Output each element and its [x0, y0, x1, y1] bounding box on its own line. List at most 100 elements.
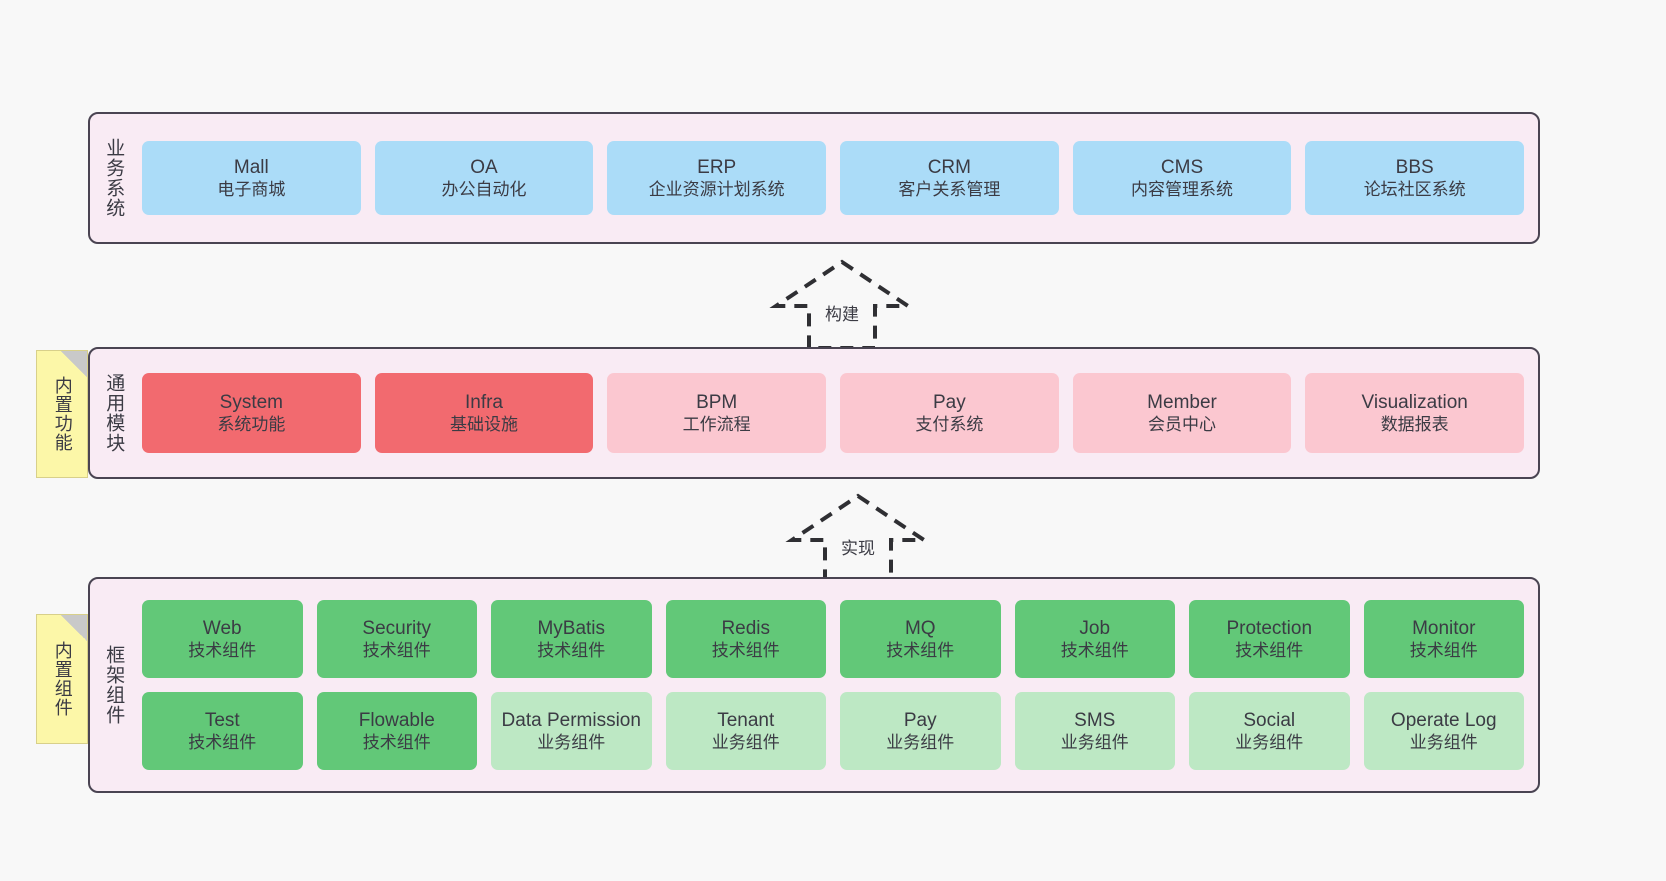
- layer-title-business-systems: 业务系统: [103, 138, 125, 218]
- card-subtitle: 业务组件: [1409, 733, 1478, 753]
- card-subtitle: 内容管理系统: [1131, 180, 1234, 200]
- connector-build-arrow: 构建: [762, 258, 922, 350]
- layer-title-framework-components: 框架组件: [103, 645, 125, 725]
- card-title: BBS: [1395, 156, 1434, 178]
- card-title: Tenant: [717, 709, 775, 731]
- card-title: Protection: [1226, 617, 1313, 639]
- card-title: Visualization: [1361, 391, 1468, 413]
- card-oa[interactable]: OA 办公自动化: [374, 141, 594, 215]
- card-subtitle: 技术组件: [362, 733, 431, 753]
- layer-common-modules: 通用模块 System 系统功能 Infra 基础设施 BPM 工作流程 Pay…: [88, 347, 1540, 479]
- card-social[interactable]: Social 业务组件: [1189, 692, 1350, 770]
- card-subtitle: 业务组件: [1235, 733, 1304, 753]
- layer-business-systems: 业务系统 Mall 电子商城 OA 办公自动化 ERP 企业资源计划系统 CRM…: [88, 112, 1540, 244]
- card-crm[interactable]: CRM 客户关系管理: [840, 141, 1059, 215]
- card-subtitle: 支付系统: [915, 415, 984, 435]
- card-cms[interactable]: CMS 内容管理系统: [1072, 141, 1292, 215]
- layer-body-business-systems: Mall 电子商城 OA 办公自动化 ERP 企业资源计划系统 CRM 客户关系…: [136, 114, 1538, 242]
- card-mq[interactable]: MQ 技术组件: [840, 600, 1001, 678]
- card-subtitle: 技术组件: [188, 733, 257, 753]
- card-title: Social: [1243, 709, 1296, 731]
- card-title: MQ: [904, 617, 936, 639]
- note-builtin-components: 内置组件: [36, 614, 88, 744]
- card-title: Job: [1079, 617, 1111, 639]
- note-builtin-features: 内置功能: [36, 350, 88, 478]
- card-monitor[interactable]: Monitor 技术组件: [1363, 600, 1524, 678]
- card-title: ERP: [697, 156, 737, 178]
- card-title: CRM: [927, 156, 971, 178]
- layer-body-common-modules: System 系统功能 Infra 基础设施 BPM 工作流程 Pay 支付系统…: [136, 349, 1538, 477]
- card-job[interactable]: Job 技术组件: [1014, 600, 1175, 678]
- connector-implement-arrow: 实现: [778, 492, 938, 584]
- card-protection[interactable]: Protection 技术组件: [1189, 600, 1350, 678]
- card-subtitle: 业务组件: [711, 733, 780, 753]
- card-infra[interactable]: Infra 基础设施: [374, 373, 594, 453]
- card-subtitle: 系统功能: [217, 415, 286, 435]
- card-subtitle: 论坛社区系统: [1363, 180, 1466, 200]
- card-subtitle: 技术组件: [1235, 641, 1304, 661]
- card-redis[interactable]: Redis 技术组件: [665, 600, 826, 678]
- card-subtitle: 电子商城: [217, 180, 286, 200]
- card-subtitle: 业务组件: [886, 733, 955, 753]
- card-erp[interactable]: ERP 企业资源计划系统: [607, 141, 827, 215]
- card-tenant[interactable]: Tenant 业务组件: [665, 692, 826, 770]
- note-fold-corner-icon: [61, 615, 87, 641]
- card-sms[interactable]: SMS 业务组件: [1014, 692, 1175, 770]
- card-mall[interactable]: Mall 电子商城: [142, 141, 361, 215]
- card-title: Operate Log: [1390, 709, 1497, 731]
- card-subtitle: 工作流程: [682, 415, 751, 435]
- card-pay-component[interactable]: Pay 业务组件: [840, 692, 1001, 770]
- card-subtitle: 技术组件: [1060, 641, 1129, 661]
- card-system[interactable]: System 系统功能: [142, 373, 361, 453]
- card-subtitle: 技术组件: [537, 641, 606, 661]
- note-label: 内置组件: [52, 641, 73, 717]
- card-title: Infra: [464, 391, 504, 413]
- framework-row-business: Test 技术组件 Flowable 技术组件 Data Permission …: [142, 692, 1524, 770]
- card-title: SMS: [1074, 709, 1116, 731]
- card-operate-log[interactable]: Operate Log 业务组件: [1363, 692, 1524, 770]
- card-pay-module[interactable]: Pay 支付系统: [840, 373, 1059, 453]
- card-mybatis[interactable]: MyBatis 技术组件: [491, 600, 652, 678]
- card-bbs[interactable]: BBS 论坛社区系统: [1305, 141, 1525, 215]
- connector-label-implement: 实现: [838, 534, 878, 559]
- card-member[interactable]: Member 会员中心: [1072, 373, 1292, 453]
- card-subtitle: 办公自动化: [441, 180, 527, 200]
- card-title: Security: [362, 617, 432, 639]
- card-subtitle: 基础设施: [450, 415, 518, 435]
- card-title: CMS: [1160, 156, 1204, 178]
- card-title: BPM: [696, 391, 738, 413]
- card-title: Redis: [721, 617, 771, 639]
- card-title: Mall: [233, 156, 269, 178]
- card-title: Pay: [932, 391, 966, 413]
- card-title: Pay: [903, 709, 937, 731]
- layer-title-common-modules: 通用模块: [103, 373, 125, 453]
- card-title: OA: [470, 156, 498, 178]
- card-title: Data Permission: [501, 709, 641, 731]
- card-subtitle: 业务组件: [1060, 733, 1129, 753]
- card-title: Member: [1147, 391, 1217, 413]
- card-visualization[interactable]: Visualization 数据报表: [1305, 373, 1525, 453]
- card-subtitle: 数据报表: [1380, 415, 1449, 435]
- card-subtitle: 业务组件: [537, 733, 606, 753]
- note-label: 内置功能: [52, 376, 73, 452]
- connector-label-build: 构建: [822, 300, 862, 325]
- card-security[interactable]: Security 技术组件: [316, 600, 477, 678]
- card-data-permission[interactable]: Data Permission 业务组件: [491, 692, 652, 770]
- card-bpm[interactable]: BPM 工作流程: [607, 373, 827, 453]
- card-web[interactable]: Web 技术组件: [142, 600, 303, 678]
- framework-row-technical: Web 技术组件 Security 技术组件 MyBatis 技术组件 Redi…: [142, 600, 1524, 678]
- card-subtitle: 技术组件: [711, 641, 780, 661]
- card-title: Web: [202, 617, 242, 639]
- card-flowable[interactable]: Flowable 技术组件: [316, 692, 477, 770]
- card-subtitle: 企业资源计划系统: [648, 180, 785, 200]
- card-subtitle: 技术组件: [188, 641, 257, 661]
- card-title: Flowable: [358, 709, 435, 731]
- card-title: System: [219, 391, 284, 413]
- card-test[interactable]: Test 技术组件: [142, 692, 303, 770]
- card-subtitle: 技术组件: [362, 641, 431, 661]
- card-title: Test: [204, 709, 240, 731]
- card-title: MyBatis: [537, 617, 606, 639]
- layer-framework-components: 框架组件 Web 技术组件 Security 技术组件 MyBatis 技术组件…: [88, 577, 1540, 793]
- layer-body-framework-components: Web 技术组件 Security 技术组件 MyBatis 技术组件 Redi…: [136, 579, 1538, 791]
- card-subtitle: 技术组件: [886, 641, 955, 661]
